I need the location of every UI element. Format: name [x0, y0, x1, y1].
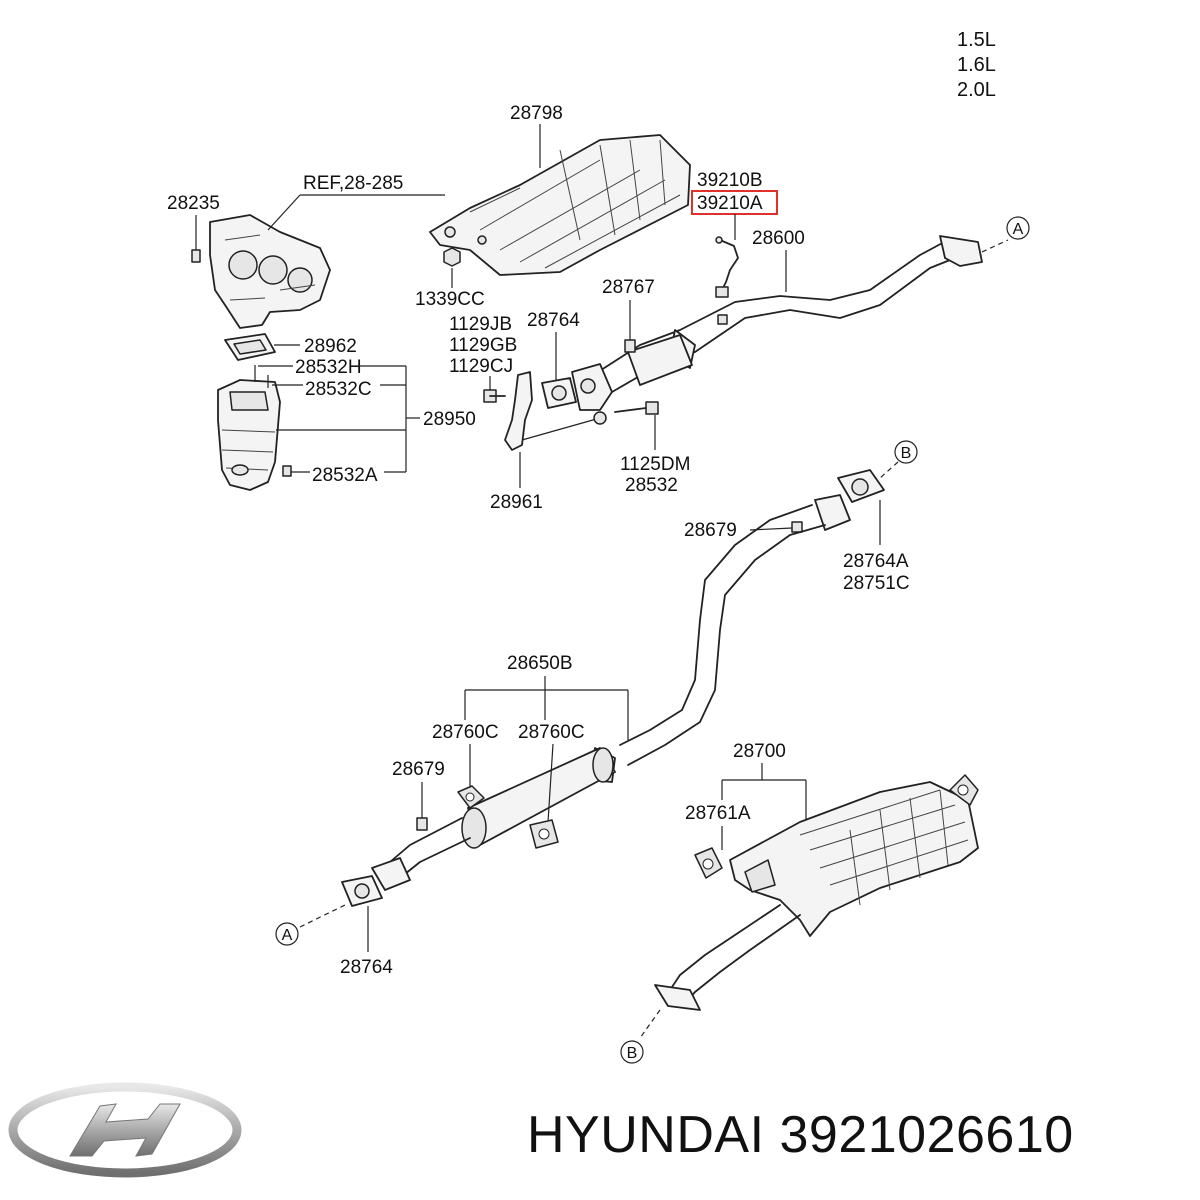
hyundai-logo-icon [8, 1082, 242, 1178]
gasket-28764A [837, 469, 885, 503]
part-label: 28532H [295, 357, 362, 378]
part-label: 28962 [304, 336, 357, 357]
brand-part-number-title: HYUNDAI 3921026610 [527, 1106, 1074, 1164]
engine-option: 2.0L [957, 79, 996, 101]
reference-label: REF,28-285 [303, 173, 403, 194]
gasket-28764-bottom [341, 875, 383, 907]
bracket-28961 [504, 371, 533, 451]
part-label: 28650B [507, 653, 573, 674]
part-label: 28950 [423, 409, 476, 430]
oxygen-sensor [715, 236, 739, 298]
connector-label: A [282, 927, 293, 944]
connector-A [275, 922, 299, 946]
heat-shield-28798 [429, 134, 691, 276]
rubber-hanger [529, 819, 559, 849]
part-label: 28532A [312, 465, 378, 486]
part-label: 1129JB [449, 314, 512, 335]
engine-option: 1.5L [957, 29, 996, 51]
catalytic-converter-28950 [217, 379, 281, 491]
bolt [483, 389, 506, 403]
gasket-28764-top [541, 377, 577, 409]
connector-B [620, 1040, 644, 1064]
part-label: 1339CC [415, 289, 485, 310]
part-label: 1129GB [449, 335, 517, 356]
connector-A [1006, 216, 1030, 240]
connector-label: B [627, 1045, 638, 1062]
flange [571, 363, 613, 425]
part-label: 28600 [752, 228, 805, 249]
part-label: 28760C [432, 722, 499, 743]
part-label: 28760C [518, 722, 585, 743]
rear-muffler-28700 [654, 774, 979, 1011]
highlighted-part-label: 39210A [697, 193, 763, 214]
part-label: 28679 [684, 520, 737, 541]
part-label: 28798 [510, 103, 563, 124]
engine-option: 1.6L [957, 54, 996, 76]
part-label: 28767 [602, 277, 655, 298]
exhaust-manifold [209, 214, 331, 329]
rubber-hanger [457, 785, 485, 809]
part-label: 1125DM [620, 454, 690, 475]
part-label: 28532 [625, 475, 678, 496]
bolt-1125DM [614, 401, 659, 415]
part-label: 28961 [490, 492, 543, 513]
connector-B [894, 440, 918, 464]
front-pipe-28600 [597, 235, 983, 393]
part-label: 28700 [733, 741, 786, 762]
part-label: 28532C [305, 379, 372, 400]
part-label: 1129CJ [449, 356, 513, 377]
part-label: 28761A [685, 803, 751, 824]
part-label: 39210B [697, 170, 763, 191]
part-label: 28235 [167, 193, 220, 214]
connector-label: B [901, 445, 912, 462]
center-pipe-28650B [371, 494, 851, 891]
part-label: 28764A [843, 551, 909, 572]
part-label: 28679 [392, 759, 445, 780]
nut-1339CC [443, 247, 461, 267]
connector-label: A [1013, 221, 1024, 238]
part-label: 28764 [527, 310, 580, 331]
gasket-28962 [224, 333, 276, 361]
part-label: 28764 [340, 957, 393, 978]
part-label: 28751C [843, 573, 910, 594]
